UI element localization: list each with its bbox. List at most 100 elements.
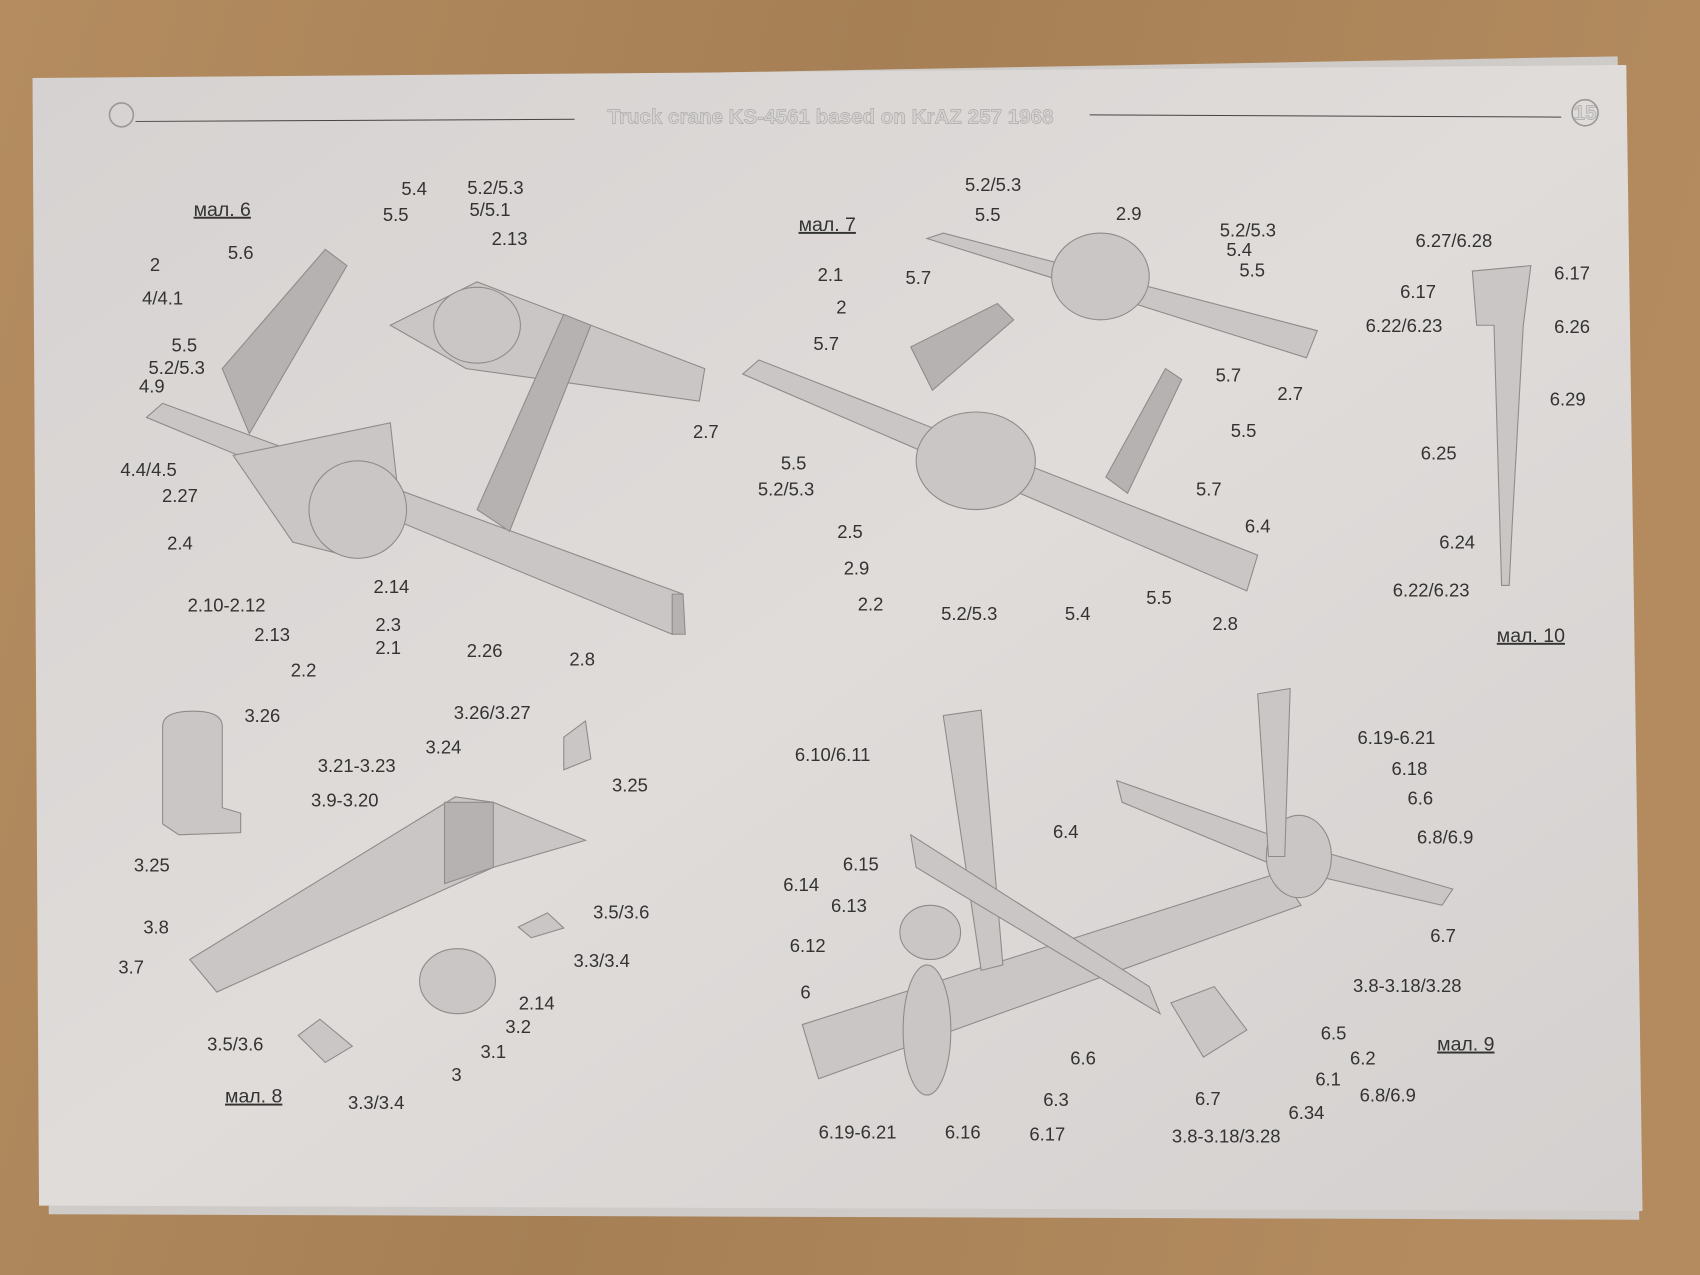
part-callout-label: 6.16	[945, 1121, 981, 1142]
part-callout-label: 3.3/3.4	[574, 950, 630, 971]
part-callout-label: 5.4	[1226, 239, 1252, 260]
part-callout-label: 6.5	[1321, 1023, 1347, 1044]
part-callout-label: 5.2/5.3	[965, 174, 1021, 195]
part-callout-label: 6.13	[831, 895, 867, 916]
part-callout-label: 2.2	[291, 660, 317, 681]
part-callout-label: 6.19-6.21	[819, 1121, 897, 1142]
part-callout-label: 6.19-6.21	[1358, 727, 1436, 748]
part-callout-label: 2.8	[1212, 613, 1238, 634]
part-callout-label: 6.15	[843, 854, 879, 875]
part-callout-label: 5.2/5.3	[467, 177, 523, 198]
part-callout-label: 3.1	[480, 1041, 506, 1062]
part-callout-label: 2.9	[844, 558, 870, 579]
figure-caption-fig10: мал. 10	[1497, 625, 1565, 647]
part-callout-label: 3.8-3.18/3.28	[1172, 1126, 1281, 1147]
part-callout-label: 5.7	[905, 267, 931, 288]
part-callout-label: 6.14	[783, 874, 819, 895]
figure-8-drawing	[162, 710, 592, 1064]
part-callout-label: 6.17	[1400, 281, 1436, 302]
part-callout-label: 2.27	[162, 485, 198, 506]
part-callout-label: 5/5.1	[470, 199, 511, 220]
part-callout-label: 3.25	[612, 774, 648, 795]
part-callout-label: 6.12	[790, 935, 826, 956]
part-callout-label: 3.8-3.18/3.28	[1353, 975, 1462, 996]
part-callout-label: 3.9-3.20	[311, 790, 379, 811]
part-callout-label: 2.13	[254, 624, 290, 645]
part-callout-label: 5.5	[1146, 587, 1172, 608]
part-callout-label: 5.4	[401, 178, 427, 199]
header: Truck crane KS-4561 based on KrAZ 257 19…	[108, 98, 1599, 129]
part-callout-label: 6.34	[1289, 1102, 1325, 1123]
part-callout-label: 6.10/6.11	[795, 744, 870, 765]
part-callout-label: 2.1	[818, 264, 844, 285]
page-number-badge	[1571, 98, 1599, 127]
part-callout-label: 3.26	[244, 705, 280, 726]
figure-10-drawing	[1471, 265, 1532, 587]
part-callout-label: 5.2/5.3	[758, 478, 814, 499]
part-callout-label: 5.7	[1216, 365, 1242, 386]
part-callout-label: 6.24	[1439, 532, 1475, 553]
part-callout-label: 4.4/4.5	[120, 459, 176, 480]
figure-caption-fig9: мал. 9	[1437, 1034, 1494, 1056]
part-callout-label: 6.1	[1315, 1068, 1341, 1089]
page-title: Truck crane KS-4561 based on KrAZ 257 19…	[607, 106, 1053, 129]
part-callout-label: 2.13	[492, 228, 528, 249]
part-callout-label: 2.3	[375, 614, 401, 635]
part-callout-label: 3.21-3.23	[318, 755, 396, 776]
part-callout-label: 6.17	[1029, 1124, 1065, 1145]
part-callout-label: 3.2	[505, 1016, 531, 1037]
part-callout-label: 6.6	[1070, 1048, 1096, 1069]
part-callout-label: 6.22/6.23	[1393, 579, 1470, 600]
part-callout-label: 6.18	[1392, 758, 1428, 779]
part-callout-label: 5.6	[228, 242, 254, 263]
part-callout-label: 2.4	[167, 533, 193, 554]
part-callout-label: 5.2/5.3	[149, 357, 205, 378]
figure-6-drawing	[145, 248, 706, 635]
part-callout-label: 2.7	[1277, 383, 1303, 404]
part-callout-label: 6.6	[1407, 787, 1433, 808]
part-callout-label: 5.5	[975, 204, 1001, 225]
part-callout-label: 3.24	[426, 737, 462, 758]
part-callout-label: 2	[150, 254, 160, 275]
part-callout-label: 6.27/6.28	[1415, 230, 1492, 251]
part-callout-label: 6.4	[1245, 515, 1271, 536]
part-callout-label: 2.8	[569, 649, 595, 670]
part-callout-label: 6.2	[1350, 1048, 1376, 1069]
part-callout-label: 6.25	[1421, 443, 1457, 464]
part-callout-label: 6.7	[1430, 925, 1456, 946]
part-callout-label: 6.26	[1554, 316, 1590, 337]
part-callout-label: 3.3/3.4	[348, 1092, 404, 1113]
page-number: 15	[1574, 101, 1597, 124]
part-callout-label: 6.8/6.9	[1417, 826, 1473, 847]
part-callout-label: 6.29	[1550, 388, 1586, 409]
part-callout-label: 6.4	[1053, 821, 1079, 842]
figure-7-drawing	[741, 232, 1319, 592]
part-callout-label: 4.9	[139, 375, 165, 396]
part-callout-label: 3.7	[118, 957, 144, 978]
part-callout-label: 6.22/6.23	[1366, 315, 1443, 336]
part-callout-label: 6.7	[1195, 1088, 1221, 1109]
part-callout-label: 3.5/3.6	[593, 901, 649, 922]
part-callout-label: 3	[451, 1064, 461, 1085]
part-callout-label: 2.7	[693, 421, 719, 442]
part-callout-label: 2.14	[373, 576, 409, 597]
part-callout-label: 3.5/3.6	[207, 1034, 263, 1055]
part-callout-label: 6.3	[1043, 1089, 1069, 1110]
figure-caption-fig6: мал. 6	[194, 199, 251, 221]
part-callout-label: 5.7	[1196, 478, 1222, 499]
part-callout-label: 2.14	[519, 992, 555, 1013]
part-callout-label: 5.5	[172, 334, 198, 355]
part-callout-label: 5.5	[781, 452, 807, 473]
part-callout-label: 3.8	[143, 916, 169, 937]
figure-9-drawing	[801, 687, 1454, 1096]
part-callout-label: 6.8/6.9	[1360, 1085, 1416, 1106]
part-callout-label: 3.25	[134, 855, 170, 876]
part-callout-label: 3.26/3.27	[454, 702, 531, 723]
part-callout-label: 5.5	[383, 204, 409, 225]
part-callout-label: 5.2/5.3	[1220, 219, 1276, 240]
part-callout-label: 5.7	[813, 333, 839, 354]
part-callout-label: 2	[836, 296, 846, 317]
part-callout-label: 5.5	[1239, 259, 1265, 280]
part-callout-label: 5.5	[1231, 420, 1257, 441]
